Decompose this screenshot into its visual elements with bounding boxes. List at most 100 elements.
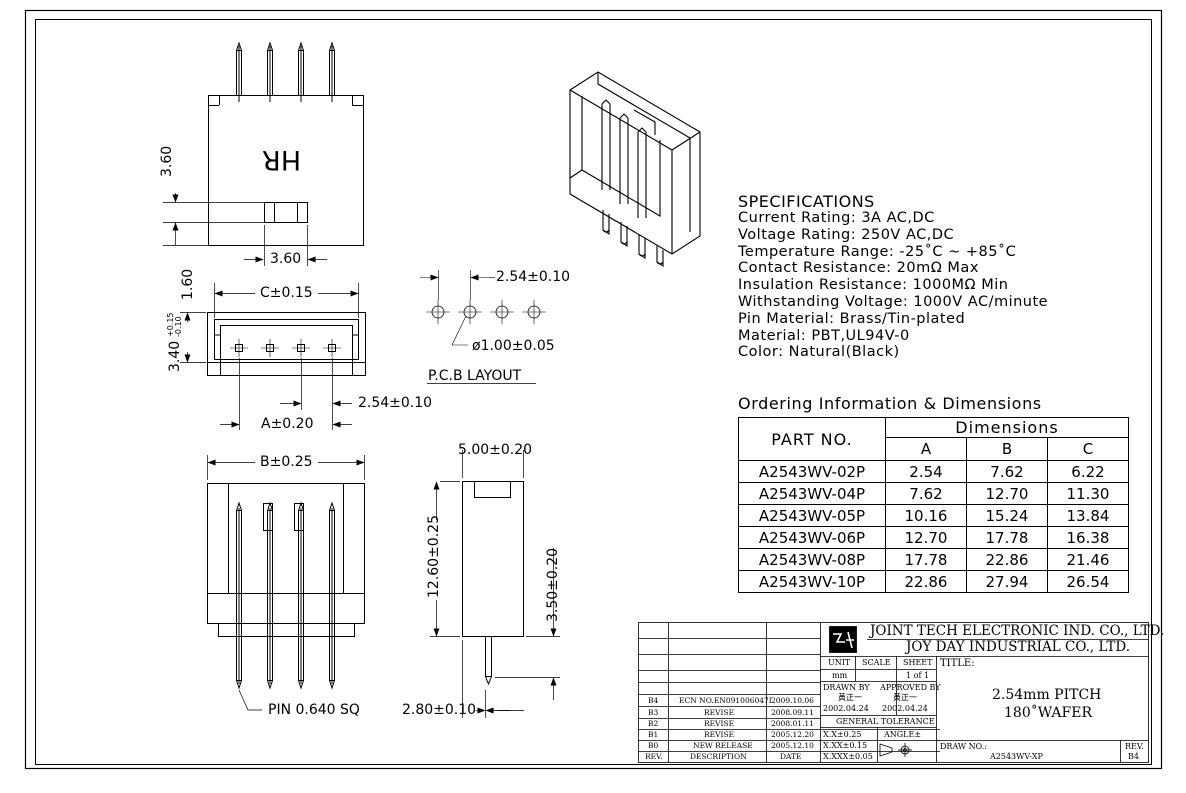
dim-c-cell: 11.30 <box>1047 482 1129 505</box>
dim-b-cell: 27.94 <box>966 570 1048 593</box>
table-header-row: A B C <box>739 437 1129 461</box>
drawing-title-2: 180˚WAFER <box>1004 705 1092 721</box>
drawn-by-name: 黃正一 <box>838 693 862 702</box>
table-header-row: PART NO. Dimensions <box>738 416 1129 461</box>
dim-c-cell: 13.84 <box>1047 504 1129 527</box>
part-no-cell: A2543WV-02P <box>738 460 886 483</box>
dim-end-pin: 3.50±0.20 <box>545 547 561 622</box>
dim-side-gap: 1.60 <box>180 268 196 300</box>
dim-c-cell: 6.22 <box>1047 460 1129 483</box>
dim-a: A±0.20 <box>261 416 314 432</box>
part-no-cell: A2543WV-10P <box>738 570 886 593</box>
column-header-c: C <box>1047 437 1129 461</box>
tolerance-1: X.X±0.25 <box>823 730 862 739</box>
part-no-cell: A2543WV-06P <box>738 526 886 549</box>
pcb-pitch: 2.54±0.10 <box>496 269 571 285</box>
dim-a-cell: 10.16 <box>885 504 967 527</box>
spec-line: Contact Resistance: 20mΩ Max <box>738 260 979 277</box>
pcb-layout <box>420 270 546 384</box>
dim-c: C±0.15 <box>260 285 313 301</box>
tolerance-3: X.XXX±0.05 <box>823 752 873 761</box>
dim-a-cell: 17.78 <box>885 548 967 571</box>
dimensions-header: Dimensions <box>885 416 1129 439</box>
ordering-title: Ordering Information & Dimensions <box>738 394 1042 413</box>
description-column-header: DESCRIPTION <box>690 752 747 761</box>
approved-by-label: APPROVED BY <box>880 683 941 692</box>
revision-rev: B1 <box>648 730 659 739</box>
company-name-1: JOINT TECH ELECTRONIC IND. CO., LTD. <box>870 623 1165 639</box>
revision-date: 2009.10.06 <box>771 696 814 705</box>
top-view <box>163 41 364 266</box>
angle-label: ANGLE± <box>884 730 922 739</box>
spec-line: Voltage Rating: 250V AC,DC <box>738 226 955 243</box>
dim-top-height: 3.60 <box>159 145 175 177</box>
drawing-title-1: 2.54mm PITCH <box>992 687 1102 703</box>
revision-rev: B4 <box>648 696 659 705</box>
dim-a-cell: 2.54 <box>885 460 967 483</box>
title-block <box>638 622 1149 763</box>
revision-rev: B3 <box>648 708 659 717</box>
revision-desc: REVISE <box>704 730 735 739</box>
spec-line: Withstanding Voltage: 1000V AC/minute <box>738 293 1049 310</box>
rev-column-header: REV. <box>645 752 663 761</box>
revision-date: 2008.01.11 <box>771 719 814 728</box>
part-no-cell: A2543WV-08P <box>738 548 886 571</box>
dim-c-cell: 21.46 <box>1047 548 1129 571</box>
company-name-2: JOY DAY INDUSTRIAL CO., LTD. <box>906 639 1130 655</box>
side-view-pin-squares <box>235 344 336 352</box>
company-logo <box>829 626 857 653</box>
dim-b-cell: 17.78 <box>966 526 1048 549</box>
column-header-a: A <box>885 437 967 461</box>
dim-c-cell: 16.38 <box>1047 526 1129 549</box>
spec-line: Pin Material: Brass/Tin-plated <box>738 310 966 327</box>
approved-date: 2002.04.24 <box>882 704 928 713</box>
rev-value: B4 <box>1128 752 1139 761</box>
dim-a-cell: 12.70 <box>885 526 967 549</box>
spec-line: Current Rating: 3A AC,DC <box>738 210 935 226</box>
revision-rev: B2 <box>648 719 659 728</box>
dim-side-height-tol-minus: -0.10 <box>174 316 183 337</box>
dim-b-cell: 12.70 <box>966 482 1048 505</box>
spec-line: Insulation Resistance: 1000MΩ Min <box>738 277 1009 294</box>
tolerance-2: X.XX±0.15 <box>823 741 868 750</box>
dim-top-width: 3.60 <box>270 251 302 267</box>
revision-desc: REVISE <box>704 708 735 717</box>
general-tolerance-label: GENERAL TOLERANCE <box>836 717 935 726</box>
dim-end-offset: 2.80±0.10 <box>402 702 477 718</box>
pcb-hole-diameter: ø1.00±0.05 <box>472 338 555 354</box>
unit-value: mm <box>832 671 848 680</box>
revision-date: 2005.12.20 <box>771 730 814 739</box>
dim-b-cell: 15.24 <box>966 504 1048 527</box>
drawn-by-label: DRAWN BY <box>823 683 870 692</box>
projection-symbol-icon <box>879 743 912 757</box>
revision-desc: REVISE <box>704 719 735 728</box>
isometric-view <box>569 71 701 268</box>
specifications-heading: SPECIFICATIONS <box>738 192 875 211</box>
front-view-pins <box>236 501 335 690</box>
sheet-value: 1 of 1 <box>906 671 930 680</box>
dim-side-height: 3.40 <box>167 340 183 372</box>
part-no-cell: A2543WV-04P <box>738 482 886 505</box>
revision-rev: B0 <box>648 741 659 750</box>
sheet-border-inner <box>35 19 1152 765</box>
pcb-layout-caption: P.C.B LAYOUT <box>428 368 522 384</box>
dim-pitch: 2.54±0.10 <box>358 395 433 411</box>
dim-b-cell: 7.62 <box>966 460 1048 483</box>
dim-a-cell: 22.86 <box>885 570 967 593</box>
revision-date: 2005.12.10 <box>771 741 814 750</box>
drawn-date: 2002.04.24 <box>823 704 869 713</box>
column-header-b: B <box>966 437 1048 461</box>
dim-end-height: 12.60±0.25 <box>426 515 442 598</box>
dim-end-width: 5.00±0.20 <box>458 442 533 458</box>
top-view-pins <box>236 41 335 102</box>
spec-line: Temperature Range: -25˚C ~ +85˚C <box>738 243 1017 260</box>
sheet-border-outer <box>24 9 1163 770</box>
